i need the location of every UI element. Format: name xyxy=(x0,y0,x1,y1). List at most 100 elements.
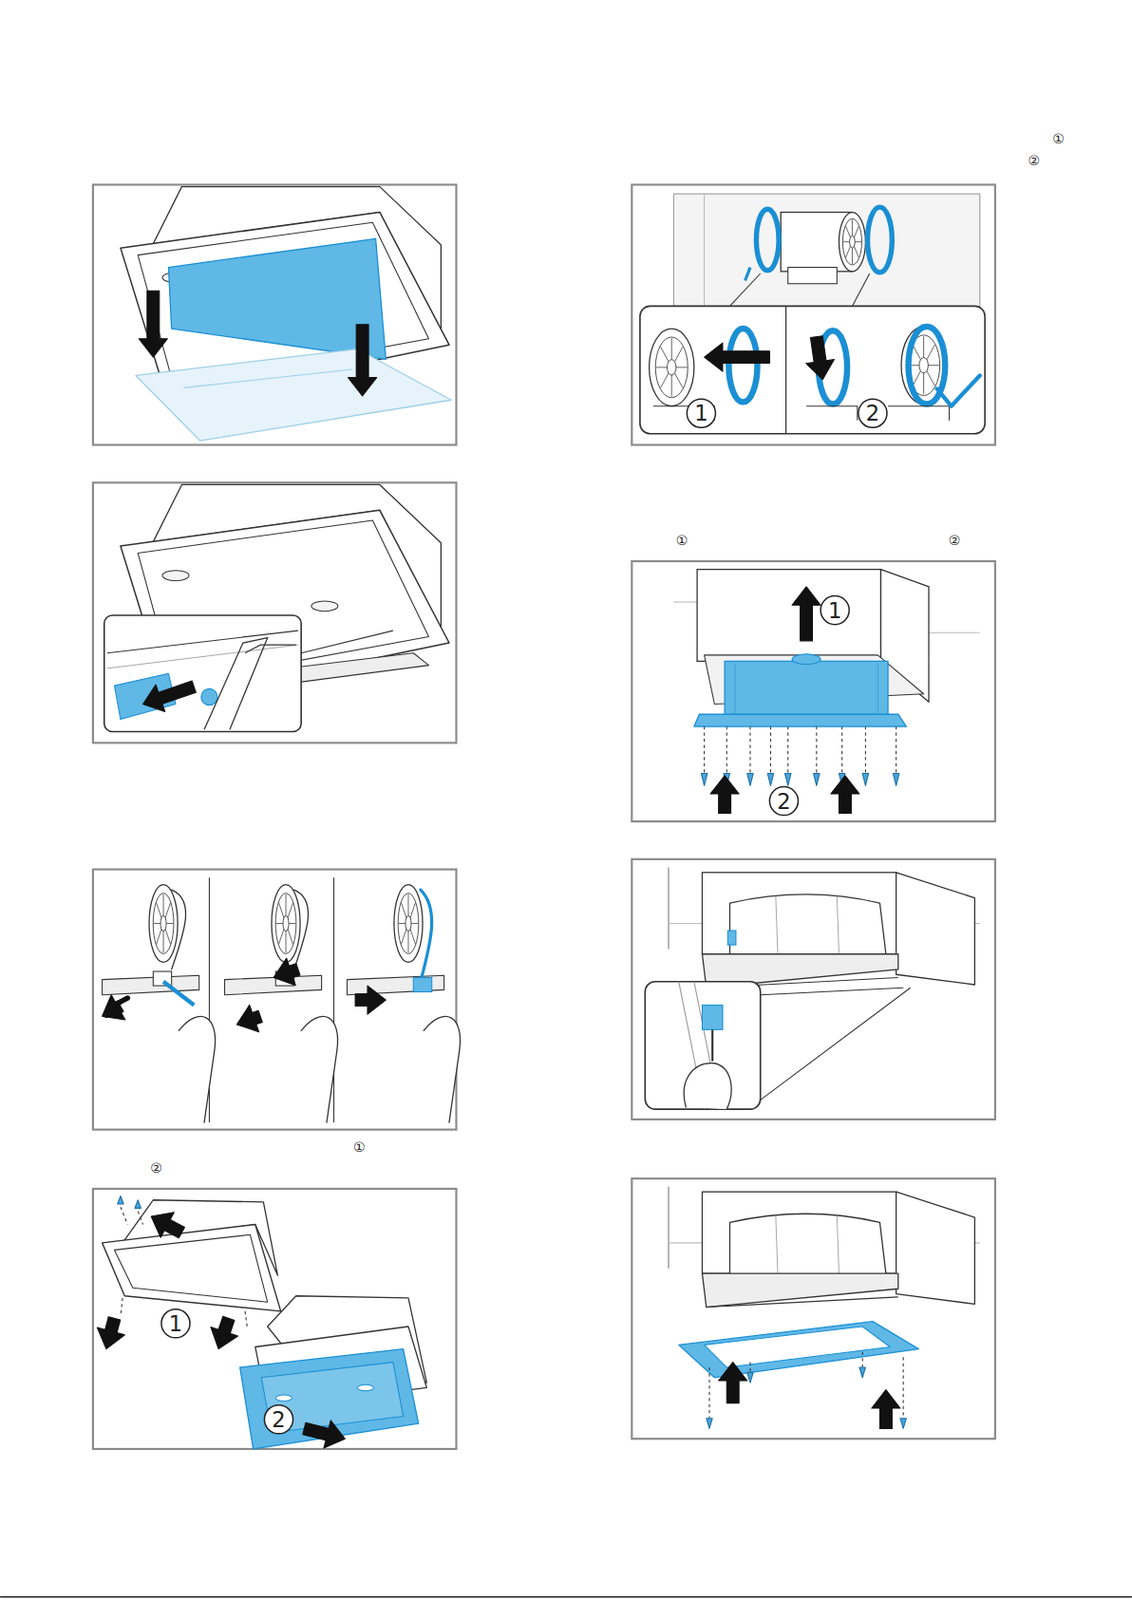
lamp xyxy=(311,601,339,612)
cover-opening xyxy=(704,1326,891,1368)
cabinet-side xyxy=(896,1191,976,1304)
callout-circle xyxy=(264,1405,293,1434)
fan-hub xyxy=(160,915,167,931)
screw-guide xyxy=(815,726,817,774)
arrow-symbol xyxy=(792,586,821,642)
leader-line xyxy=(706,1297,899,1308)
hand xyxy=(301,1016,338,1123)
screw-guide xyxy=(708,1367,710,1419)
hand xyxy=(423,1016,460,1123)
leader-line xyxy=(760,987,911,1100)
screw-guide xyxy=(726,726,728,774)
leader-line xyxy=(245,644,297,654)
page-rule xyxy=(0,1596,1132,1599)
arrow-symbol xyxy=(710,775,739,814)
detail-inset xyxy=(640,305,985,434)
hood-opening xyxy=(113,1234,267,1302)
screw-guide xyxy=(137,1211,143,1226)
hand xyxy=(683,1063,732,1111)
screw xyxy=(862,773,868,787)
leader-line xyxy=(851,273,869,306)
arrow-symbol xyxy=(348,324,378,397)
screw-guide xyxy=(749,726,751,774)
fan-wheel xyxy=(838,212,866,272)
grease-filter xyxy=(168,238,386,359)
callout-circle xyxy=(161,1309,190,1339)
cable xyxy=(171,889,187,970)
callout-number: 1 xyxy=(828,599,842,622)
hood-frame xyxy=(701,1273,898,1307)
fan-ring xyxy=(728,328,757,402)
leader-line xyxy=(760,987,904,996)
leader-line xyxy=(729,273,760,306)
frame-bar xyxy=(225,975,322,995)
screw xyxy=(900,1418,906,1430)
hood-body xyxy=(724,660,888,717)
screw xyxy=(813,773,820,787)
leader-line xyxy=(107,630,299,654)
detail-inset xyxy=(104,615,302,733)
panel-frame xyxy=(631,185,996,446)
arrow-symbol xyxy=(236,1004,263,1032)
frame-bar xyxy=(346,975,444,995)
panel-frame xyxy=(631,859,996,1120)
fan-wheel xyxy=(655,337,688,398)
leader-line xyxy=(107,644,299,669)
screw-guide xyxy=(245,1311,247,1327)
frame-bar xyxy=(102,975,200,995)
leader-line xyxy=(836,896,839,955)
arrow-symbol xyxy=(210,1316,239,1349)
lamp xyxy=(275,1395,292,1401)
screw xyxy=(747,1372,754,1383)
leader-line xyxy=(887,406,949,421)
panel-frame xyxy=(93,1188,457,1450)
callout-circle xyxy=(686,398,716,428)
cabinet-side xyxy=(896,872,976,985)
arrow-symbol xyxy=(96,1317,125,1350)
screw-guide xyxy=(841,726,843,774)
cabinet xyxy=(701,1191,896,1274)
lamp xyxy=(162,570,189,582)
callout-circle xyxy=(769,787,798,816)
fan-wheel xyxy=(271,885,301,963)
screwdriver xyxy=(163,981,194,1006)
hood-body xyxy=(729,894,886,955)
fan-wheel xyxy=(649,328,695,407)
fan-ring xyxy=(755,208,779,270)
arrow-symbol xyxy=(273,958,301,986)
screw xyxy=(892,773,899,787)
panel-frame xyxy=(631,561,996,822)
divider xyxy=(333,877,335,1123)
arrow-symbol xyxy=(302,1420,346,1449)
motor-base xyxy=(788,267,838,284)
fan-wheel xyxy=(842,218,862,265)
screw-guide xyxy=(120,1207,129,1225)
callout-number: 1 xyxy=(694,402,708,425)
callout-circle xyxy=(820,596,849,625)
hood-body xyxy=(729,1213,886,1274)
step-reference: ② xyxy=(150,1162,163,1176)
fan-hub xyxy=(666,359,676,376)
hand xyxy=(178,1016,215,1123)
callout-number: 2 xyxy=(271,1409,285,1432)
screw xyxy=(767,773,774,787)
screw xyxy=(859,1367,866,1378)
fan-wheel xyxy=(394,885,423,963)
arrow-symbol xyxy=(718,1362,748,1404)
screw-guide xyxy=(903,1357,905,1418)
bracket xyxy=(727,930,736,945)
leader-line xyxy=(184,369,353,388)
fan-ring xyxy=(867,207,893,273)
fan-wheel xyxy=(149,885,178,963)
check-mark xyxy=(937,375,981,406)
glass-panel xyxy=(135,349,452,442)
removable-frame xyxy=(240,1349,419,1450)
screw-guide xyxy=(862,1352,864,1368)
callout-number: 2 xyxy=(776,790,791,812)
screw-guide xyxy=(787,726,789,774)
arrow-symbol xyxy=(143,680,197,712)
wall-line xyxy=(667,867,669,949)
panel-frame xyxy=(631,1178,996,1439)
